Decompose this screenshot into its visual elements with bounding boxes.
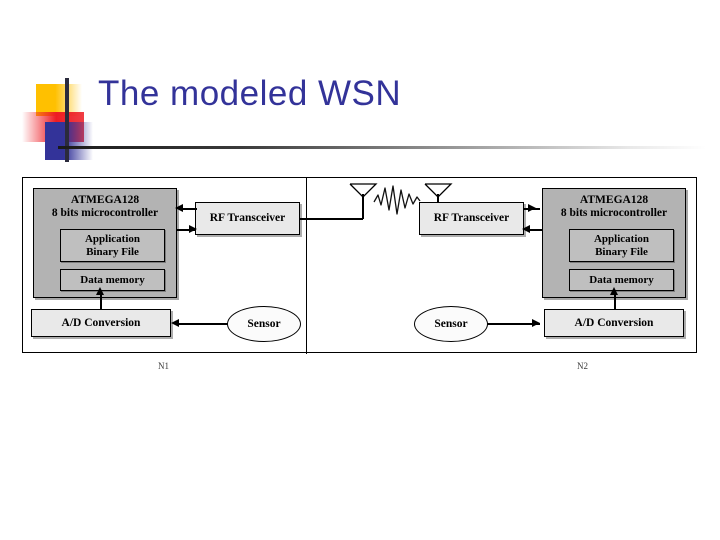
n1-data-memory-block: Data memory: [60, 269, 165, 291]
n1-adc-to-mcu-line: [100, 291, 102, 310]
decoration-square-yellow: [36, 84, 82, 116]
n2-adc-box: A/D Conversion: [544, 309, 684, 337]
n2-adc-to-mcu-arrowhead: [610, 287, 618, 295]
n2-mcu-title: ATMEGA128 8 bits microcontroller: [541, 193, 687, 223]
n1-antenna-icon: [349, 183, 378, 198]
node-divider-line: [306, 178, 307, 354]
n2-node-label: N2: [577, 361, 588, 371]
n2-app-line1: Application: [593, 233, 649, 246]
n1-adc-to-mcu-arrowhead: [96, 287, 104, 295]
n1-sensor-to-adc-line: [175, 323, 228, 325]
page-title: The modeled WSN: [98, 74, 402, 113]
n2-mcu-to-rf-arrowhead: [528, 204, 536, 212]
n1-mcu-title-line2: 8 bits microcontroller: [51, 206, 159, 219]
rf-wave-icon: [373, 185, 421, 215]
n1-mcu-title: ATMEGA128 8 bits microcontroller: [32, 193, 178, 223]
n2-mcu-box: ATMEGA128 8 bits microcontroller Applica…: [542, 188, 686, 298]
n2-mcu-title-line1: ATMEGA128: [579, 194, 649, 206]
n1-node-label: N1: [158, 361, 169, 371]
n2-data-memory-label: Data memory: [589, 273, 654, 286]
n1-mcu-box: ATMEGA128 8 bits microcontroller Applica…: [33, 188, 177, 298]
n2-rf-to-mcu-arrowhead: [522, 225, 530, 233]
n2-rf-transceiver-label: RF Transceiver: [433, 212, 510, 225]
n2-antenna-icon: [424, 183, 453, 198]
n1-mcu-to-rf-line: [177, 229, 195, 231]
n2-adc-to-mcu-line: [614, 291, 616, 310]
n2-data-memory-block: Data memory: [569, 269, 674, 291]
n2-rf-transceiver-box: RF Transceiver: [419, 202, 524, 235]
wsn-diagram-frame: ATMEGA128 8 bits microcontroller Applica…: [22, 177, 697, 371]
n2-adc-label: A/D Conversion: [574, 316, 654, 329]
n1-data-memory-label: Data memory: [80, 273, 145, 286]
n1-sensor-label: Sensor: [247, 318, 281, 330]
n2-sensor-to-adc-arrowhead: [532, 319, 540, 327]
n2-sensor-to-adc-line: [487, 323, 540, 325]
n2-mcu-title-line2: 8 bits microcontroller: [560, 206, 668, 219]
n2-application-binary-file-block: Application Binary File: [569, 229, 674, 262]
n1-mcu-to-rf-arrowhead: [189, 225, 197, 233]
n2-app-line2: Binary File: [595, 245, 648, 258]
decoration-vertical-line: [65, 78, 69, 162]
n1-rf-transceiver-box: RF Transceiver: [195, 202, 300, 235]
n1-antenna-wire-horizontal: [300, 218, 363, 220]
n1-sensor-to-adc-arrowhead: [171, 319, 179, 327]
n1-antenna-wire-vertical: [362, 194, 364, 219]
title-underline-rule: [58, 146, 706, 149]
n1-mcu-title-line1: ATMEGA128: [70, 194, 140, 206]
n1-app-line1: Application: [84, 233, 140, 246]
n1-rf-to-mcu-line: [179, 208, 197, 210]
n1-application-binary-file-block: Application Binary File: [60, 229, 165, 262]
n1-rf-to-mcu-arrowhead: [175, 204, 183, 212]
n2-sensor-ellipse: Sensor: [414, 306, 488, 342]
n1-sensor-ellipse: Sensor: [227, 306, 301, 342]
n1-rf-transceiver-label: RF Transceiver: [209, 212, 286, 225]
decoration-square-blue: [45, 122, 93, 160]
n1-app-line2: Binary File: [86, 245, 139, 258]
n2-sensor-label: Sensor: [434, 318, 468, 330]
n2-rf-to-mcu-line: [526, 229, 542, 231]
n1-adc-label: A/D Conversion: [61, 316, 141, 329]
n1-adc-box: A/D Conversion: [31, 309, 171, 337]
